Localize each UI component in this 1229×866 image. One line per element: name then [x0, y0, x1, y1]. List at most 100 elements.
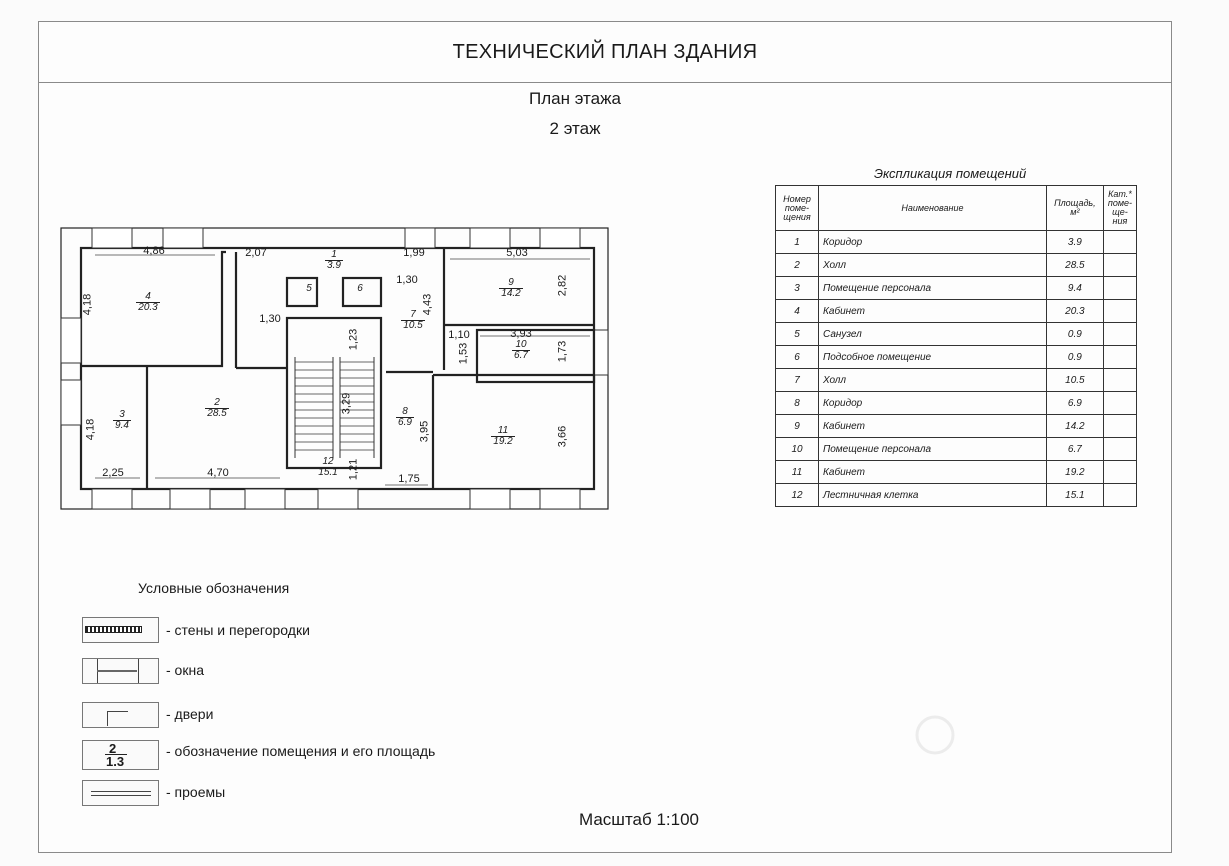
col-name: Наименование: [818, 185, 1047, 231]
room-number: 7: [410, 309, 416, 320]
row-number: 5: [775, 322, 819, 346]
dimension-d13: 1,53: [457, 342, 470, 365]
row-area: 6.9: [1045, 391, 1104, 415]
row-name: Санузел: [818, 322, 1047, 346]
dimension-d3: 1,99: [403, 247, 425, 259]
room-area: 6.7: [512, 350, 530, 361]
room-number: 12: [322, 456, 334, 467]
room-area: 20.3: [136, 302, 160, 313]
room-number: 8: [402, 406, 408, 417]
dimension-d12: 3,93: [510, 328, 532, 340]
room-area: 6.9: [396, 417, 414, 428]
dimension-d6: 2,82: [556, 274, 569, 297]
row-name: Помещение персонала: [818, 437, 1047, 461]
room-area: 15.1: [316, 467, 340, 478]
dimension-d4: 5,03: [506, 247, 528, 259]
row-area: 3.9: [1045, 230, 1104, 254]
room-area: 19.2: [491, 436, 515, 447]
row-name: Подсобное помещение: [818, 345, 1047, 369]
row-name: Кабинет: [818, 414, 1047, 438]
legend-openings-symbol: [82, 780, 159, 806]
dimension-d18: 3,66: [556, 425, 569, 448]
dimension-d21: 1,21: [347, 458, 360, 481]
row-category: [1102, 322, 1138, 346]
row-area: 19.2: [1045, 460, 1104, 484]
room-number: 10: [515, 339, 527, 350]
dimension-d19: 2,25: [102, 467, 124, 479]
row-area: 14.2: [1045, 414, 1104, 438]
row-number: 11: [775, 460, 819, 484]
explication-table: Номер поме-щения Наименование Площадь, м…: [775, 185, 1138, 507]
room-number: 1: [331, 249, 337, 260]
room-number: 11: [497, 425, 509, 436]
row-name: Холл: [818, 368, 1047, 392]
row-number: 1: [775, 230, 819, 254]
watermark-logo: [915, 715, 955, 755]
legend-walls-symbol: [82, 617, 159, 643]
room-number: 2: [214, 397, 220, 408]
dimension-d1: 4,86: [143, 245, 165, 257]
row-category: [1102, 345, 1138, 369]
dimension-d5: 4,18: [81, 293, 94, 316]
legend-room-num: 2: [109, 741, 117, 756]
row-category: [1102, 391, 1138, 415]
dimension-d11: 1,10: [448, 329, 470, 341]
row-area: 28.5: [1045, 253, 1104, 277]
row-name: Коридор: [818, 391, 1047, 415]
row-area: 9.4: [1045, 276, 1104, 300]
room-number: 9: [508, 277, 514, 288]
row-area: 15.1: [1045, 483, 1104, 507]
row-name: Помещение персонала: [818, 276, 1047, 300]
row-number: 2: [775, 253, 819, 277]
row-number: 10: [775, 437, 819, 461]
document-title: ТЕХНИЧЕСКИЙ ПЛАН ЗДАНИЯ: [39, 22, 1171, 83]
legend-room-area: 1.3: [106, 754, 125, 769]
row-category: [1102, 276, 1138, 300]
room-label: 6: [340, 284, 380, 294]
room-number: 4: [145, 291, 151, 302]
explication-caption: Экспликация помещений: [874, 166, 1027, 181]
col-area: Площадь, м²: [1045, 185, 1104, 231]
row-name: Лестничная клетка: [818, 483, 1047, 507]
dimension-d10: 1,23: [347, 328, 360, 351]
row-area: 20.3: [1045, 299, 1104, 323]
row-number: 4: [775, 299, 819, 323]
row-category: [1102, 437, 1138, 461]
dimension-d14: 1,73: [556, 340, 569, 363]
scale-label: Масштаб 1:100: [579, 810, 699, 829]
row-category: [1102, 253, 1138, 277]
row-name: Кабинет: [818, 299, 1047, 323]
row-area: 0.9: [1045, 345, 1104, 369]
col-number: Номер поме-щения: [775, 185, 819, 231]
dimension-d7: 1,30: [396, 274, 418, 286]
row-area: 0.9: [1045, 322, 1104, 346]
plan-title: План этажа: [529, 89, 621, 108]
row-category: [1102, 414, 1138, 438]
row-category: [1102, 483, 1138, 507]
row-number: 3: [775, 276, 819, 300]
dimension-d17: 3,95: [418, 420, 431, 443]
dimension-d8: 1,30: [259, 313, 281, 325]
legend-windows-symbol: [82, 658, 159, 684]
row-name: Холл: [818, 253, 1047, 277]
row-category: [1102, 460, 1138, 484]
row-number: 6: [775, 345, 819, 369]
legend-walls-label: - стены и перегородки: [166, 622, 310, 638]
row-area: 10.5: [1045, 368, 1104, 392]
